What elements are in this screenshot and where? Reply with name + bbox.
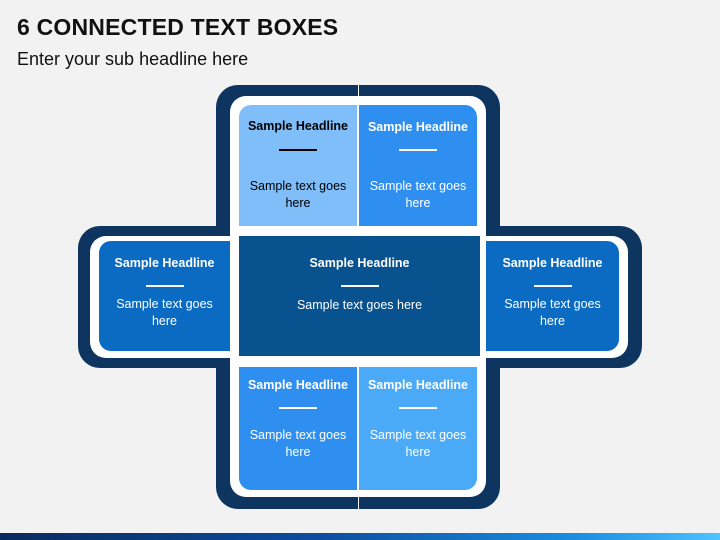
box-divider-line: [340, 285, 379, 287]
box-headline: Sample Headline: [367, 120, 469, 134]
footer-gradient-bar: [0, 533, 720, 540]
page-title: 6 CONNECTED TEXT BOXES: [17, 14, 339, 40]
frame-split-line-bottom: [358, 496, 359, 509]
text-box-left: Sample Headline Sample text goes here: [99, 241, 230, 351]
box-body-text: Sample text goes here: [369, 179, 467, 210]
text-box-top-right: Sample Headline Sample text goes here: [359, 105, 477, 226]
text-box-center: Sample Headline Sample text goes here: [239, 236, 480, 356]
box-divider-line: [279, 149, 317, 151]
box-headline: Sample Headline: [114, 256, 215, 270]
box-divider-line: [279, 407, 317, 409]
box-headline: Sample Headline: [247, 378, 349, 392]
box-headline: Sample Headline: [367, 378, 469, 392]
box-divider-line: [399, 149, 437, 151]
box-divider-line: [399, 407, 437, 409]
box-body-text: Sample text goes here: [504, 297, 601, 328]
box-body-text: Sample text goes here: [116, 297, 213, 328]
box-body-text: Sample text goes here: [296, 298, 423, 312]
text-box-bottom-left: Sample Headline Sample text goes here: [239, 367, 357, 490]
text-box-bottom-right: Sample Headline Sample text goes here: [359, 367, 477, 490]
text-box-top-left: Sample Headline Sample text goes here: [239, 105, 357, 226]
page-subtitle: Enter your sub headline here: [17, 49, 249, 69]
frame-split-line-top: [358, 85, 359, 97]
box-divider-line: [145, 285, 184, 287]
box-headline: Sample Headline: [502, 256, 603, 270]
box-headline: Sample Headline: [247, 119, 349, 133]
box-divider-line: [533, 285, 572, 287]
box-body-text: Sample text goes here: [369, 428, 467, 459]
text-box-right: Sample Headline Sample text goes here: [486, 241, 619, 351]
box-body-text: Sample text goes here: [249, 179, 347, 210]
box-headline: Sample Headline: [309, 256, 410, 270]
box-body-text: Sample text goes here: [249, 428, 347, 459]
